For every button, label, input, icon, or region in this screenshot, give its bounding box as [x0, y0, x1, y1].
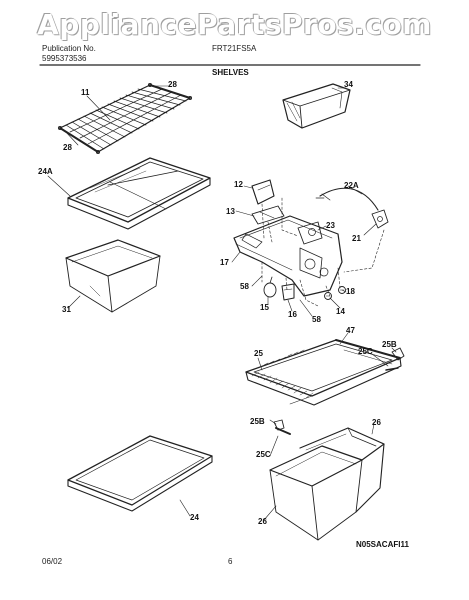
install-guide-lines: [261, 197, 385, 307]
screw-part: [324, 292, 332, 300]
part-label-22a: 22A: [344, 181, 359, 190]
wire-harness-part: [319, 187, 379, 211]
part-label-23: 23: [326, 221, 335, 230]
part-label-18: 18: [346, 287, 355, 296]
part-label-26: 26: [258, 517, 267, 526]
part-label-58: 58: [240, 282, 249, 291]
shelf-stud-part: [273, 419, 291, 435]
section-title: SHELVES: [212, 68, 249, 77]
footer-date: 06/02: [42, 557, 63, 566]
model-number: FRT21FS5A: [212, 44, 257, 53]
light-bulb-part: [263, 276, 277, 298]
part-label-25c: 25C: [256, 450, 271, 459]
part-label-28: 28: [168, 80, 177, 89]
part-label-25: 25: [254, 349, 263, 358]
part-label-25b: 25B: [250, 417, 265, 426]
part-label-11: 11: [81, 88, 90, 97]
glass-shelf-part: [67, 435, 213, 512]
harness-connector: [315, 193, 331, 201]
light-switch-part: [371, 209, 389, 229]
control-knob-part: [251, 179, 275, 205]
part-label-34: 34: [344, 80, 353, 89]
publication-label: Publication No.: [42, 44, 96, 53]
lamp-socket-part: [281, 283, 295, 301]
publication-number: 5995373536: [42, 54, 87, 63]
leader-lines: [47, 85, 397, 521]
wire-shelf-part: [57, 82, 193, 155]
part-label-15: 15: [260, 303, 269, 312]
page-number: 6: [228, 557, 233, 566]
part-label-17: 17: [220, 258, 229, 267]
part-label-28: 28: [63, 143, 72, 152]
crisper-drawer-part: [282, 83, 351, 129]
part-label-13: 13: [226, 207, 235, 216]
crisper-drawer-pair-part: [269, 427, 385, 541]
part-label-16: 16: [288, 310, 297, 319]
part-label-14: 14: [336, 307, 345, 316]
part-label-12: 12: [234, 180, 243, 189]
control-housing-part: [233, 215, 343, 297]
part-label-21: 21: [352, 234, 361, 243]
part-label-24: 24: [190, 513, 199, 522]
deli-drawer-part: [65, 239, 161, 313]
part-label-26: 26: [372, 418, 381, 427]
part-label-25c: 25C: [358, 347, 373, 356]
trimmed-glass-shelf-part: [245, 339, 402, 406]
part-label-47: 47: [346, 326, 355, 335]
shelf-end-cap-part: [385, 347, 405, 371]
site-watermark: AppliancePartsPros.com: [37, 8, 432, 41]
thermostat-part: [297, 221, 323, 245]
part-label-31: 31: [62, 305, 71, 314]
framed-glass-shelf-part: [67, 157, 211, 230]
part-label-25b: 25B: [382, 340, 397, 349]
part-label-24a: 24A: [38, 167, 53, 176]
drawing-code: N05SACAFI11: [356, 540, 409, 549]
damper-part: [251, 205, 285, 225]
part-label-58: 58: [312, 315, 321, 324]
